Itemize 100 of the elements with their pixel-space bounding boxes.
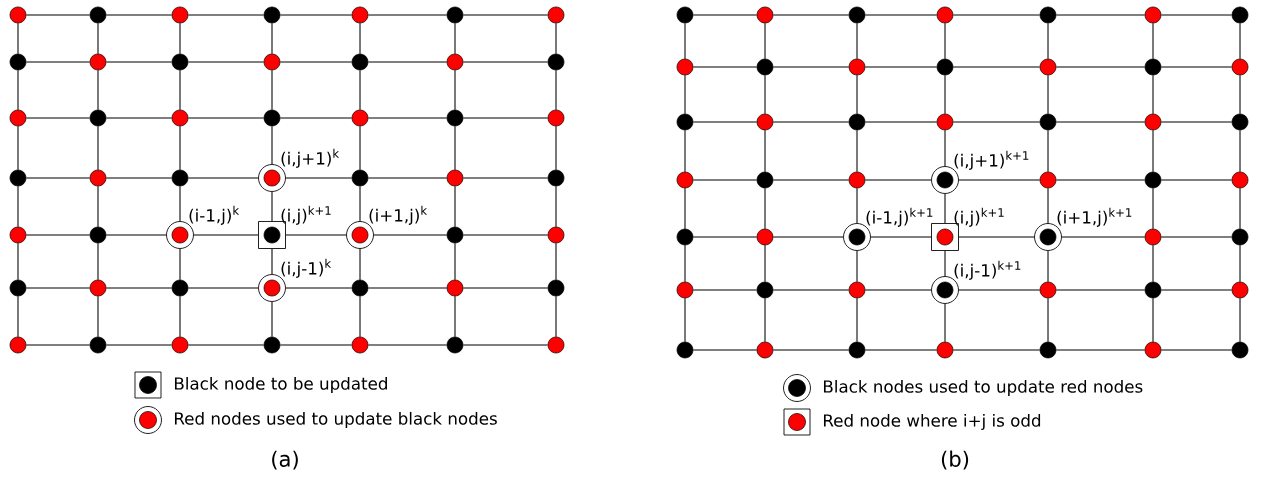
grid-line <box>1055 349 1146 351</box>
grid-node <box>9 6 27 24</box>
grid-line <box>105 61 173 63</box>
node-label: (i-1,j)$^{k+1}$ <box>866 207 933 227</box>
grid-line <box>764 297 766 343</box>
grid-line <box>1055 179 1146 181</box>
grid-node <box>1039 171 1057 189</box>
grid-node <box>848 281 866 299</box>
grid-node <box>756 171 774 189</box>
grid-line <box>179 22 181 55</box>
grid-node <box>676 228 694 246</box>
grid-node <box>89 6 107 24</box>
grid-line <box>1160 236 1233 238</box>
grid-line <box>25 14 91 16</box>
grid-line <box>856 250 858 283</box>
grid-line <box>454 295 456 338</box>
grid-node <box>9 226 27 244</box>
legend-text: Red nodes used to update black nodes <box>175 411 497 429</box>
grid-node <box>171 53 189 71</box>
grid-node <box>171 6 189 24</box>
grid-node <box>756 341 774 359</box>
grid-line <box>1160 349 1233 351</box>
grid-line <box>692 179 758 181</box>
grid-line <box>684 74 686 115</box>
grid-line <box>864 121 938 123</box>
grid-line <box>367 14 448 16</box>
grid-line <box>279 117 353 119</box>
grid-line <box>764 74 766 115</box>
grid-node <box>89 279 107 297</box>
grid-line <box>1047 74 1049 115</box>
grid-line <box>97 69 99 111</box>
grid-line <box>285 287 353 289</box>
grid-line <box>359 248 361 281</box>
grid-node <box>547 279 565 297</box>
grid-node <box>1231 113 1249 131</box>
panel-label: (b) <box>941 450 969 470</box>
grid-line <box>187 14 265 16</box>
grid-line <box>454 69 456 111</box>
node-label: (i,j-1)$^{k+1}$ <box>954 260 1021 280</box>
grid-node <box>1144 171 1162 189</box>
grid-line <box>952 349 1041 351</box>
grid-line <box>367 117 448 119</box>
grid-line <box>279 344 353 346</box>
grid-line <box>1055 66 1146 68</box>
grid-line <box>1152 74 1154 115</box>
grid-line <box>105 287 173 289</box>
grid-node <box>756 281 774 299</box>
grid-line <box>1152 297 1154 343</box>
grid-line <box>772 121 850 123</box>
grid-node <box>676 341 694 359</box>
grid-node <box>263 6 281 24</box>
grid-line <box>193 234 259 236</box>
grid-node <box>848 6 866 24</box>
grid-line <box>692 121 758 123</box>
grid-line <box>279 14 353 16</box>
grid-line <box>359 295 361 338</box>
grid-line <box>462 117 549 119</box>
grid-line <box>684 297 686 343</box>
grid-node <box>446 6 464 24</box>
grid-line <box>684 22 686 60</box>
grid-node <box>936 6 954 24</box>
grid-line <box>772 289 850 291</box>
grid-node <box>1144 341 1162 359</box>
grid-node <box>446 336 464 354</box>
grid-line <box>462 234 549 236</box>
grid-line <box>864 14 938 16</box>
grid-node <box>756 6 774 24</box>
grid-node <box>848 171 866 189</box>
grid-node <box>936 58 954 76</box>
grid-line <box>1160 179 1233 181</box>
grid-node <box>676 58 694 76</box>
grid-line <box>944 250 946 277</box>
grid-node <box>547 226 565 244</box>
legend-text: Black node to be updated <box>175 376 387 394</box>
grid-line <box>958 179 1041 181</box>
grid-line <box>1160 289 1233 291</box>
grid-line <box>944 129 946 167</box>
grid-line <box>462 14 549 16</box>
grid-node <box>351 336 369 354</box>
grid-line <box>944 193 946 224</box>
grid-line <box>1160 66 1233 68</box>
grid-line <box>285 177 353 179</box>
grid-line <box>958 289 1041 291</box>
grid-node <box>89 53 107 71</box>
grid-line <box>864 349 938 351</box>
grid-line <box>764 244 766 283</box>
grid-node <box>1039 58 1057 76</box>
grid-line <box>97 242 99 281</box>
grid-line <box>692 236 758 238</box>
grid-node <box>446 226 464 244</box>
grid-line <box>359 125 361 171</box>
legend-text: Black nodes used to update red nodes <box>824 379 1143 397</box>
grid-line <box>1152 187 1154 230</box>
grid-line <box>105 117 173 119</box>
grid-line <box>1160 14 1233 16</box>
grid-line <box>25 117 91 119</box>
grid-line <box>1239 74 1241 115</box>
grid-line <box>179 69 181 111</box>
grid-line <box>772 14 850 16</box>
grid-line <box>25 177 91 179</box>
